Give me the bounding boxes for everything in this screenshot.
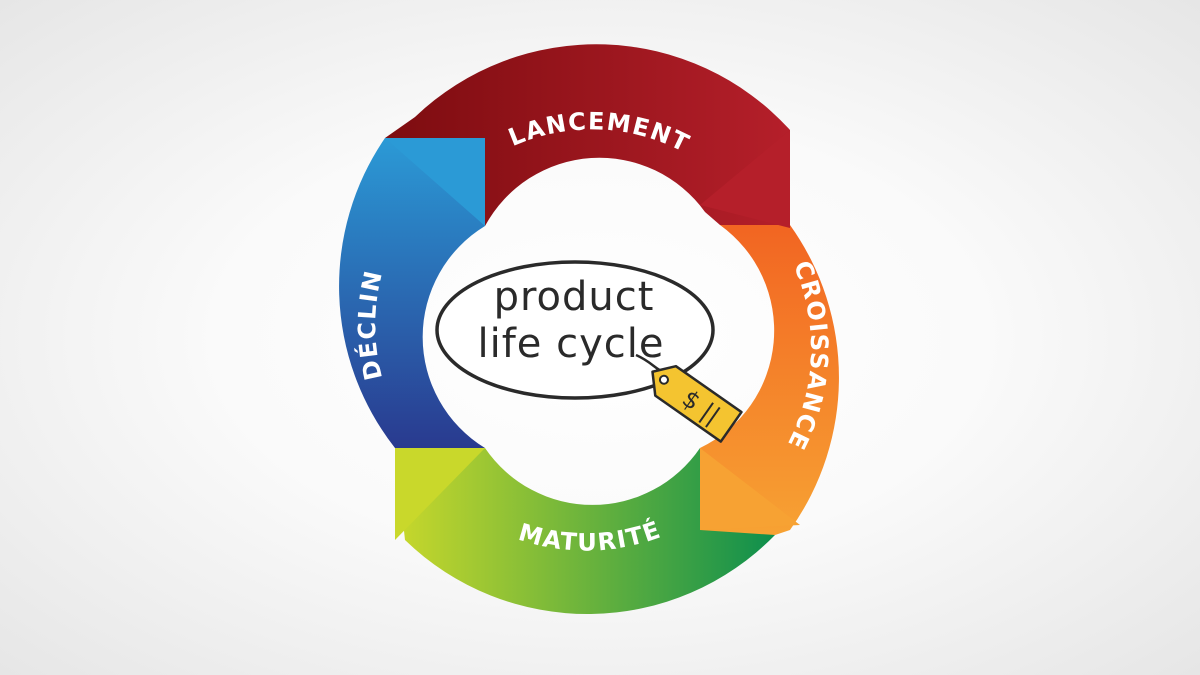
segment-declin xyxy=(339,138,485,448)
segment-maturite xyxy=(395,448,775,615)
segment-croissance xyxy=(700,225,839,535)
center-title-line1: product xyxy=(494,274,655,320)
arrow-tip-declin xyxy=(385,138,485,226)
center-title-line2: life cycle xyxy=(477,321,664,367)
arrow-tip-croissance xyxy=(700,448,800,530)
arrow-tip-maturite xyxy=(395,448,485,540)
label-declin: DÉCLIN xyxy=(353,267,388,383)
center-ellipse xyxy=(435,260,715,400)
arrow-tip-lancement xyxy=(700,130,790,228)
segment-lancement xyxy=(385,44,790,227)
